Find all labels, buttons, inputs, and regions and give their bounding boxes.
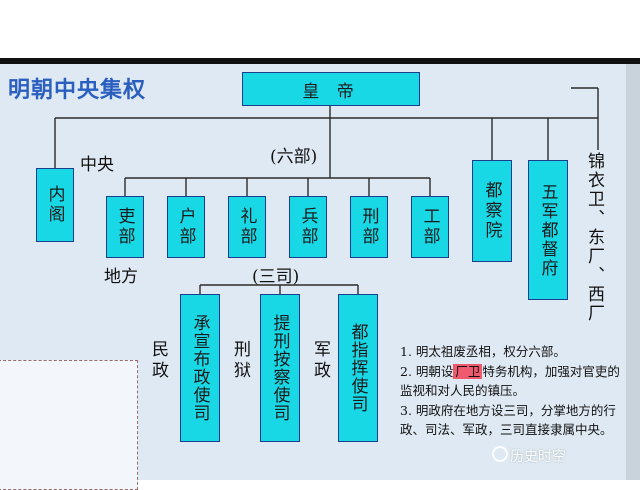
- sisi-box-duzhihui: 都指挥使司: [338, 294, 378, 442]
- notes-block: 1. 明太祖废丞相，权分六部。 2. 明朝设厂卫特务机构，加强对官吏的监视和对人…: [400, 342, 632, 440]
- note-line-2-end: 特务机构，加强对官吏的监视和对人民的镇压。: [400, 363, 620, 399]
- watermark-icon: [492, 446, 508, 462]
- note-line-2-start: 2. 明朝设: [400, 363, 454, 379]
- ministry-box-li: 吏部: [106, 196, 144, 258]
- note-line-1: 1. 明太祖废丞相，权分六部。: [400, 344, 566, 359]
- note-highlight: 厂卫: [453, 363, 483, 379]
- sisi-box-anchashi: 提刑按察使司: [260, 294, 300, 442]
- duchayuan-box: 都察院: [472, 160, 512, 262]
- right-edge-shade: [626, 64, 640, 480]
- dashed-placeholder-box: [0, 360, 138, 490]
- label-local: 地方: [104, 267, 138, 287]
- note-line-2: 2. 明朝设厂卫特务机构，加强对官吏的监视和对人民的镇压。: [400, 362, 632, 401]
- label-central: 中央: [80, 155, 114, 175]
- ministry-box-hu: 户部: [167, 196, 205, 258]
- diagram-title: 明朝中央集权: [8, 78, 147, 103]
- label-criminal: 刑狱: [230, 340, 250, 382]
- neige-box: 内阁: [36, 168, 74, 242]
- emperor-box: 皇 帝: [242, 72, 420, 106]
- ministry-box-li-rites: 礼部: [228, 196, 266, 258]
- label-military: 军政: [310, 340, 330, 382]
- label-jinyiwei: 锦衣卫、东厂、西厂: [584, 152, 604, 323]
- top-border: [0, 58, 640, 64]
- wujun-dudufu-box: 五军都督府: [528, 160, 568, 300]
- ministry-box-xing: 刑部: [350, 196, 388, 258]
- ministry-box-bing: 兵部: [289, 196, 327, 258]
- connector-lines: [54, 87, 599, 294]
- sisi-box-buzheng: 承宣布政使司: [180, 294, 220, 442]
- label-three-offices: (三司): [252, 267, 300, 287]
- label-six-ministries: (六部): [270, 147, 318, 167]
- watermark-text: 历史时空: [510, 449, 566, 465]
- note-line-3: 3. 明政府在地方设三司，分掌地方的行政、司法、军政，三司直接隶属中央。: [400, 402, 616, 438]
- label-civil: 民政: [148, 340, 168, 382]
- diagram-canvas: 明朝中央集权: [0, 58, 640, 490]
- ministry-box-gong: 工部: [411, 196, 449, 258]
